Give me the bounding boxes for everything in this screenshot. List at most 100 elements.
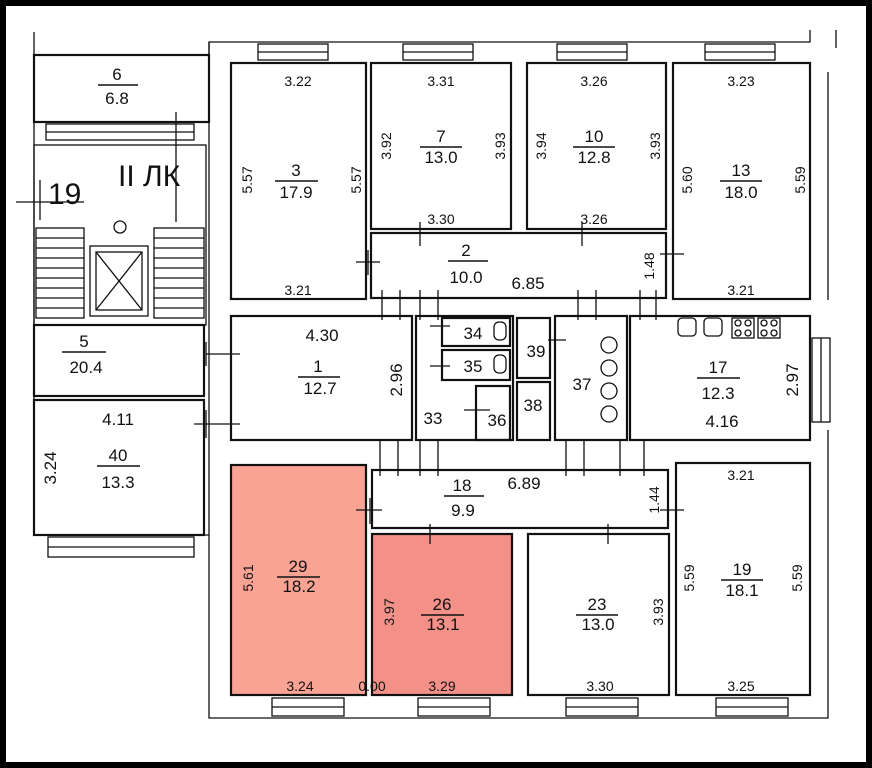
svg-text:3.25: 3.25: [727, 678, 754, 694]
svg-text:3.24: 3.24: [41, 451, 60, 484]
svg-text:17.9: 17.9: [279, 183, 312, 202]
room-29-highlight[interactable]: [231, 465, 366, 695]
svg-text:12.8: 12.8: [577, 148, 610, 167]
svg-text:3.30: 3.30: [586, 678, 613, 694]
svg-text:18.1: 18.1: [725, 581, 758, 600]
room-label-5[interactable]: 520.4: [62, 332, 106, 377]
svg-text:12.3: 12.3: [701, 384, 734, 403]
windows: [45, 43, 831, 717]
svg-text:3.22: 3.22: [284, 73, 311, 89]
svg-text:20.4: 20.4: [69, 358, 102, 377]
svg-text:7: 7: [436, 127, 445, 146]
svg-text:13: 13: [732, 161, 751, 180]
svg-text:2: 2: [461, 241, 470, 260]
svg-text:5.57: 5.57: [239, 166, 255, 193]
svg-text:6.8: 6.8: [105, 89, 129, 108]
svg-text:18: 18: [453, 476, 472, 495]
svg-text:18.0: 18.0: [724, 183, 757, 202]
svg-text:3.26: 3.26: [580, 73, 607, 89]
svg-text:3.93: 3.93: [650, 598, 666, 625]
room-label-35[interactable]: 35: [464, 357, 483, 376]
svg-text:6: 6: [112, 65, 121, 84]
svg-text:4.11: 4.11: [102, 410, 134, 429]
svg-text:3.21: 3.21: [727, 282, 754, 298]
svg-text:3.30: 3.30: [427, 211, 454, 227]
room-label-36[interactable]: 36: [488, 411, 507, 430]
svg-text:19: 19: [733, 560, 752, 579]
svg-text:3.21: 3.21: [284, 282, 311, 298]
svg-text:9.9: 9.9: [451, 501, 475, 520]
room-label-39[interactable]: 39: [527, 342, 546, 361]
room-label-40[interactable]: 40 13.3: [97, 446, 140, 492]
svg-text:3: 3: [291, 161, 300, 180]
dimension-labels: 3.22 5.57 5.57 3.21 3.31 3.92 3.93 3.30 …: [41, 73, 808, 694]
room-label-37[interactable]: 37: [573, 375, 592, 394]
room-label-17[interactable]: 17 12.3: [697, 358, 740, 403]
svg-text:26: 26: [433, 595, 452, 614]
svg-text:4.16: 4.16: [705, 412, 738, 431]
stair-core: [16, 112, 207, 326]
svg-text:3.21: 3.21: [727, 467, 754, 483]
room-label-3[interactable]: 317.9: [275, 161, 318, 202]
room-label-6[interactable]: 66.8: [98, 65, 138, 108]
svg-text:2.97: 2.97: [783, 363, 802, 396]
svg-text:5.60: 5.60: [679, 166, 695, 193]
svg-text:29: 29: [289, 557, 308, 576]
svg-text:6.89: 6.89: [507, 474, 540, 493]
svg-text:5.59: 5.59: [792, 166, 808, 193]
svg-text:1.44: 1.44: [646, 486, 662, 513]
svg-text:3.24: 3.24: [286, 678, 313, 694]
door-marks: [194, 222, 684, 544]
svg-text:10: 10: [585, 127, 604, 146]
svg-text:0.00: 0.00: [358, 678, 385, 694]
svg-text:3.26: 3.26: [580, 211, 607, 227]
svg-text:3.94: 3.94: [533, 132, 549, 159]
svg-text:5: 5: [79, 332, 88, 351]
svg-text:13.0: 13.0: [581, 615, 614, 634]
room-label-33[interactable]: 33: [424, 409, 443, 428]
svg-text:2.96: 2.96: [387, 363, 406, 396]
svg-text:17: 17: [709, 358, 728, 377]
stair-section-label: II ЛК: [118, 160, 181, 193]
room-label-10[interactable]: 10 12.8: [573, 127, 615, 167]
svg-text:5.61: 5.61: [240, 564, 256, 591]
svg-text:4.30: 4.30: [305, 326, 338, 345]
svg-text:18.2: 18.2: [282, 577, 315, 596]
svg-text:3.97: 3.97: [381, 598, 397, 625]
svg-text:1.48: 1.48: [641, 252, 657, 279]
svg-text:13.1: 13.1: [426, 615, 459, 634]
svg-text:5.59: 5.59: [681, 564, 697, 591]
svg-text:3.31: 3.31: [427, 73, 454, 89]
svg-text:12.7: 12.7: [303, 379, 336, 398]
svg-text:5.57: 5.57: [348, 166, 364, 193]
svg-text:13.3: 13.3: [101, 473, 134, 492]
svg-text:3.93: 3.93: [492, 132, 508, 159]
room-label-1[interactable]: 112.7: [298, 357, 340, 398]
svg-text:40: 40: [109, 446, 128, 465]
room-label-7[interactable]: 713.0: [420, 127, 462, 167]
room-label-38[interactable]: 38: [524, 396, 543, 415]
svg-text:6.85: 6.85: [511, 274, 544, 293]
room-label-2[interactable]: 210.0: [448, 241, 488, 287]
svg-text:10.0: 10.0: [449, 268, 482, 287]
fixtures: [493, 317, 781, 423]
floor-number: 19: [48, 178, 81, 211]
room-label-13[interactable]: 13 18.0: [720, 161, 762, 202]
svg-text:3.92: 3.92: [378, 132, 394, 159]
room-walls: [32, 53, 812, 697]
room-label-34[interactable]: 34: [464, 324, 483, 343]
svg-text:23: 23: [588, 595, 607, 614]
svg-text:3.93: 3.93: [647, 132, 663, 159]
room-label-19[interactable]: 19 18.1: [721, 560, 763, 600]
svg-text:1: 1: [313, 357, 322, 376]
svg-text:3.23: 3.23: [727, 73, 754, 89]
svg-text:3.29: 3.29: [428, 678, 455, 694]
svg-text:5.59: 5.59: [789, 564, 805, 591]
room-label-18[interactable]: 189.9: [444, 476, 484, 520]
svg-text:13.0: 13.0: [424, 148, 457, 167]
